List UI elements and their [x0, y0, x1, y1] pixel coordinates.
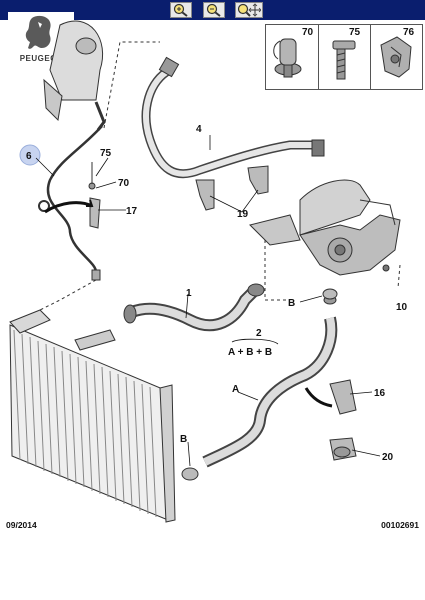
zoom-in-icon [173, 3, 188, 17]
callout-16: 16 [374, 388, 386, 399]
legend-item-76: 76 [370, 25, 423, 89]
expansion-tank [43, 20, 106, 131]
footer-date: 09/2014 [6, 520, 37, 530]
clip-icon [273, 38, 302, 78]
legend-item-75: 75 [318, 25, 371, 89]
zoom-pan-icon [237, 3, 261, 17]
zoom-in-button[interactable] [170, 2, 192, 18]
callout-10: 10 [396, 302, 408, 313]
callout-1: 1 [186, 288, 192, 299]
callout-6: 6 [26, 151, 32, 162]
legend-label: 70 [302, 27, 314, 38]
highlight-marker [19, 144, 41, 166]
callout-4: 4 [196, 124, 202, 135]
bracket-clip-icon [380, 36, 412, 78]
parts-legend: 70 75 76 [265, 24, 423, 90]
callout-20: 20 [382, 452, 394, 463]
radiator [9, 309, 176, 523]
callout-70: 70 [118, 178, 130, 189]
legend-label: 75 [349, 27, 361, 38]
hose-A [202, 316, 338, 468]
callout-formula: A + B + B [228, 347, 272, 358]
bracket-16 [329, 379, 357, 415]
legend-item-70: 70 [266, 25, 318, 89]
callout-B-top: B [288, 298, 295, 309]
callout-2: 2 [256, 328, 262, 339]
callout-19: 19 [237, 209, 249, 220]
bolt-icon [332, 40, 356, 80]
callout-17: 17 [126, 206, 138, 217]
clip-19-b [247, 165, 269, 195]
callout-75: 75 [100, 148, 112, 159]
callout-A: A [232, 384, 239, 395]
zoom-out-button[interactable] [203, 2, 225, 18]
callout-B-bottom: B [180, 434, 187, 445]
clip-19-a [195, 179, 215, 211]
legend-label: 76 [403, 27, 415, 38]
zoom-out-icon [206, 3, 221, 17]
zoom-pan-button[interactable] [235, 2, 263, 18]
thermostat-housing [249, 179, 401, 276]
lion-emblem-icon [25, 15, 51, 49]
brand-name: PEUGEOT [19, 54, 63, 63]
footer-reference: 00102691 [381, 520, 419, 530]
